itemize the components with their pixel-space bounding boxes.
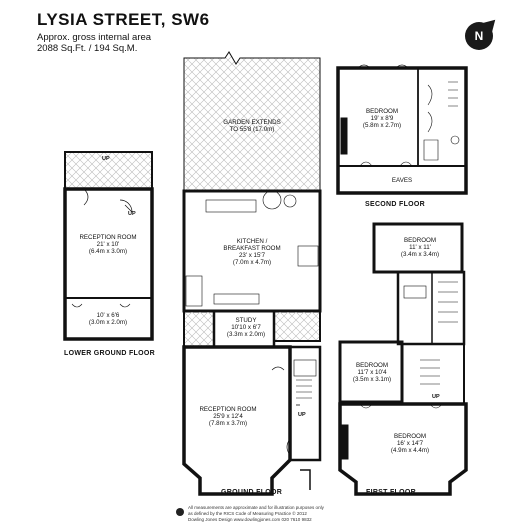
garden-label-1: GARDEN EXTENDS (223, 119, 280, 126)
reception-ground-label: RECEPTION ROOM (199, 406, 256, 413)
footer-disclaimer: All measurements are approximate and for… (188, 505, 324, 523)
cellar-dims: 10' x 6'6 (97, 312, 120, 319)
kitchen-label-2: BREAKFAST ROOM (223, 245, 280, 252)
floor-label-lower-ground: LOWER GROUND FLOOR (64, 350, 155, 357)
bed-first-mid-dims-metric: (3.5m x 3.1m) (353, 376, 391, 383)
lower-ground-plan (63, 151, 154, 341)
garden-label-2: TO 55'8 (17.0m) (230, 126, 275, 133)
ground-hall (288, 345, 322, 462)
reception-lower-dims-metric: (6.4m x 3.0m) (89, 248, 127, 255)
footer-line-1: All measurements are approximate and for… (188, 505, 324, 510)
second-floor-plan (336, 64, 468, 195)
reception-ground-dims-metric: (7.8m x 3.7m) (209, 420, 247, 427)
floor-label-first: FIRST FLOOR (366, 489, 416, 496)
kitchen-dims: 23' x 15'7 (239, 252, 266, 259)
reception-lower-label: RECEPTION ROOM (79, 234, 136, 241)
kitchen-dims-metric: (7.0m x 4.7m) (233, 259, 271, 266)
footer-line-2: as defined by the RICS Code of Measuring… (188, 511, 307, 516)
first-bathroom (396, 270, 466, 346)
bed-first-top-dims-metric: (3.4m x 3.4m) (401, 251, 439, 258)
bed-second-dims: 19' x 8'9 (371, 115, 394, 122)
eaves-label: EAVES (392, 177, 412, 184)
stair-up-label: UP (128, 211, 136, 217)
compass-label: N (474, 29, 484, 43)
floor-label-ground: GROUND FLOOR (221, 489, 283, 496)
first-floor-plan (338, 222, 468, 496)
bed-first-top-label: BEDROOM (404, 237, 436, 244)
stair-up-label: UP (102, 156, 110, 162)
second-floor-walls (336, 66, 468, 195)
stair-up-label: UP (432, 394, 440, 400)
ground-plan (182, 51, 322, 496)
area-value: 2088 Sq.Ft. / 194 Sq.M. (37, 43, 138, 54)
reception-lower-dims: 21' x 10' (97, 241, 120, 248)
reception-ground-dims: 25'9 x 12'4 (213, 413, 243, 420)
bed-first-front-dims: 16' x 14'7 (397, 440, 424, 447)
study-label: STUDY (236, 317, 257, 324)
footer-line-3: Dowling Jones Design www.dowlingjones.co… (188, 517, 312, 522)
stair-up-label: UP (298, 412, 306, 418)
bed-first-front-dims-metric: (4.9m x 4.4m) (391, 447, 429, 454)
study-dims-metric: (3.3m x 2.0m) (227, 331, 265, 338)
first-bedroom-front (338, 402, 468, 496)
header: LYSIA STREET, SW6 Approx. gross internal… (37, 10, 210, 54)
bed-first-top-dims: 11' x 11' (409, 244, 431, 251)
bed-second-label: BEDROOM (366, 108, 398, 115)
bed-second-dims-metric: (5.8m x 2.7m) (363, 122, 401, 129)
area-caption: Approx. gross internal area (37, 32, 152, 43)
bed-first-front-label: BEDROOM (394, 433, 426, 440)
floor-label-second: SECOND FLOOR (365, 201, 425, 208)
page-title: LYSIA STREET, SW6 (37, 10, 210, 29)
bed-first-mid-label: BEDROOM (356, 362, 388, 369)
compass-icon: N (465, 22, 493, 50)
kitchen-label-1: KITCHEN / (237, 238, 268, 245)
cellar-dims-metric: (3.0m x 2.0m) (89, 319, 127, 326)
bed-first-mid-dims: 11'7 x 10'4 (357, 369, 387, 376)
designer-logo-icon (176, 508, 184, 516)
study-dims: 10'10 x 6'7 (231, 324, 261, 331)
